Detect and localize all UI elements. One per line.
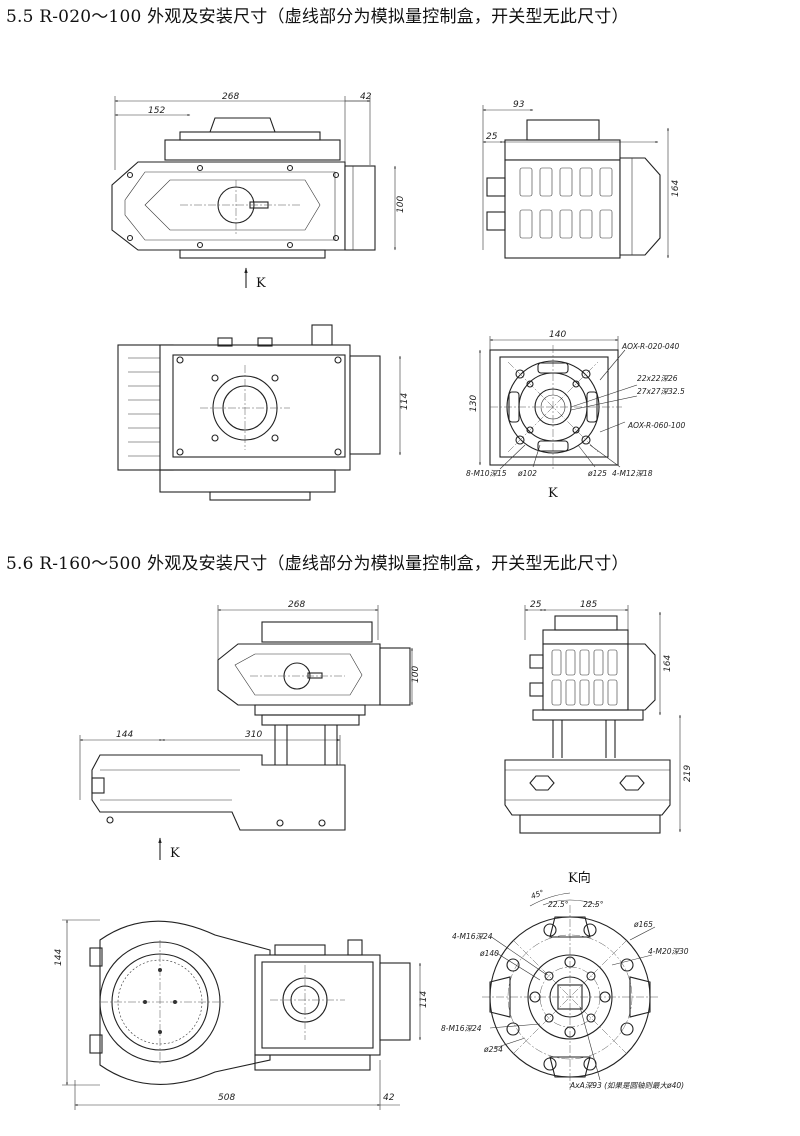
dim-268-b: 268 [288,600,305,610]
dim-164-b: 164 [663,655,673,672]
label-27x27: 27x27深32.5 [637,387,685,396]
view-direction-k: K [256,276,266,291]
label-axa-depth: AxA深93 (如果是圆轴则最大ø40) [569,1081,684,1090]
label-aox-020-040: AOX-R-020-040 [621,342,679,351]
view-direction-k-2: K [548,486,558,501]
label-phi140: ø140 [479,949,499,958]
dim-93: 93 [513,100,525,110]
s55-bottom-view: 114 [117,324,410,501]
dim-42-b: 42 [383,1093,395,1103]
dim-25-b: 25 [530,600,542,610]
label-phi102: ø102 [517,469,537,478]
label-22x22: 22x22深26 [637,374,678,383]
section-heading-5-6: 5.6 R-160～500 外观及安装尺寸（虚线部分为模拟量控制盒，开关型无此尺… [6,554,629,574]
label-8-m10: 8-M10深15 [466,469,507,478]
s55-flange-view: 140 130 AOX-R-020-040 22x22深 [466,330,685,501]
dim-144-b: 144 [54,949,64,966]
s56-bottom-view: 144 114 508 42 [54,919,429,1110]
label-phi254: ø254 [483,1045,503,1054]
label-4-m12: 4-M12深18 [612,469,653,478]
dim-152: 152 [148,106,165,116]
label-phi165: ø165 [633,920,653,929]
label-4-m20: 4-M20深30 [648,947,689,956]
flange-title-k-view: K向 [568,870,591,886]
dim-310: 310 [245,730,262,740]
label-4-m16: 4-M16深24 [452,932,493,941]
dim-114-b: 114 [419,991,429,1008]
dim-42: 42 [360,92,372,102]
dim-140: 140 [549,330,566,340]
angle-45: 45° [530,888,546,901]
s56-side-view: 25 185 164 219 [504,600,693,834]
dim-268: 268 [222,92,239,102]
s55-side-view: 93 25 185 164 [482,100,681,259]
dim-185-b: 185 [580,600,597,610]
dim-25: 25 [486,132,498,142]
label-aox-060-100: AOX-R-060-100 [627,421,685,430]
angle-22-5-a: 22.5° [548,900,569,909]
dim-508: 508 [218,1093,235,1103]
dim-100-b: 100 [411,666,421,683]
dim-114: 114 [400,393,410,410]
label-8-m16: 8-M16深24 [441,1024,482,1033]
dim-144: 144 [116,730,133,740]
dim-219: 219 [683,765,693,782]
label-phi125: ø125 [587,469,607,478]
dim-164: 164 [671,180,681,197]
dim-130: 130 [469,395,479,412]
section-heading-5-5: 5.5 R-020～100 外观及安装尺寸（虚线部分为模拟量控制盒，开关型无此尺… [6,7,629,27]
s56-flange-view: K向 45° [441,870,689,1090]
s55-front-view: 268 42 152 100 K [111,92,406,291]
angle-22-5-b: 22.5° [583,900,604,909]
dim-100: 100 [396,196,406,213]
s56-front-view: 268 100 144 310 K [79,600,421,861]
view-direction-k-3: K [170,846,180,861]
